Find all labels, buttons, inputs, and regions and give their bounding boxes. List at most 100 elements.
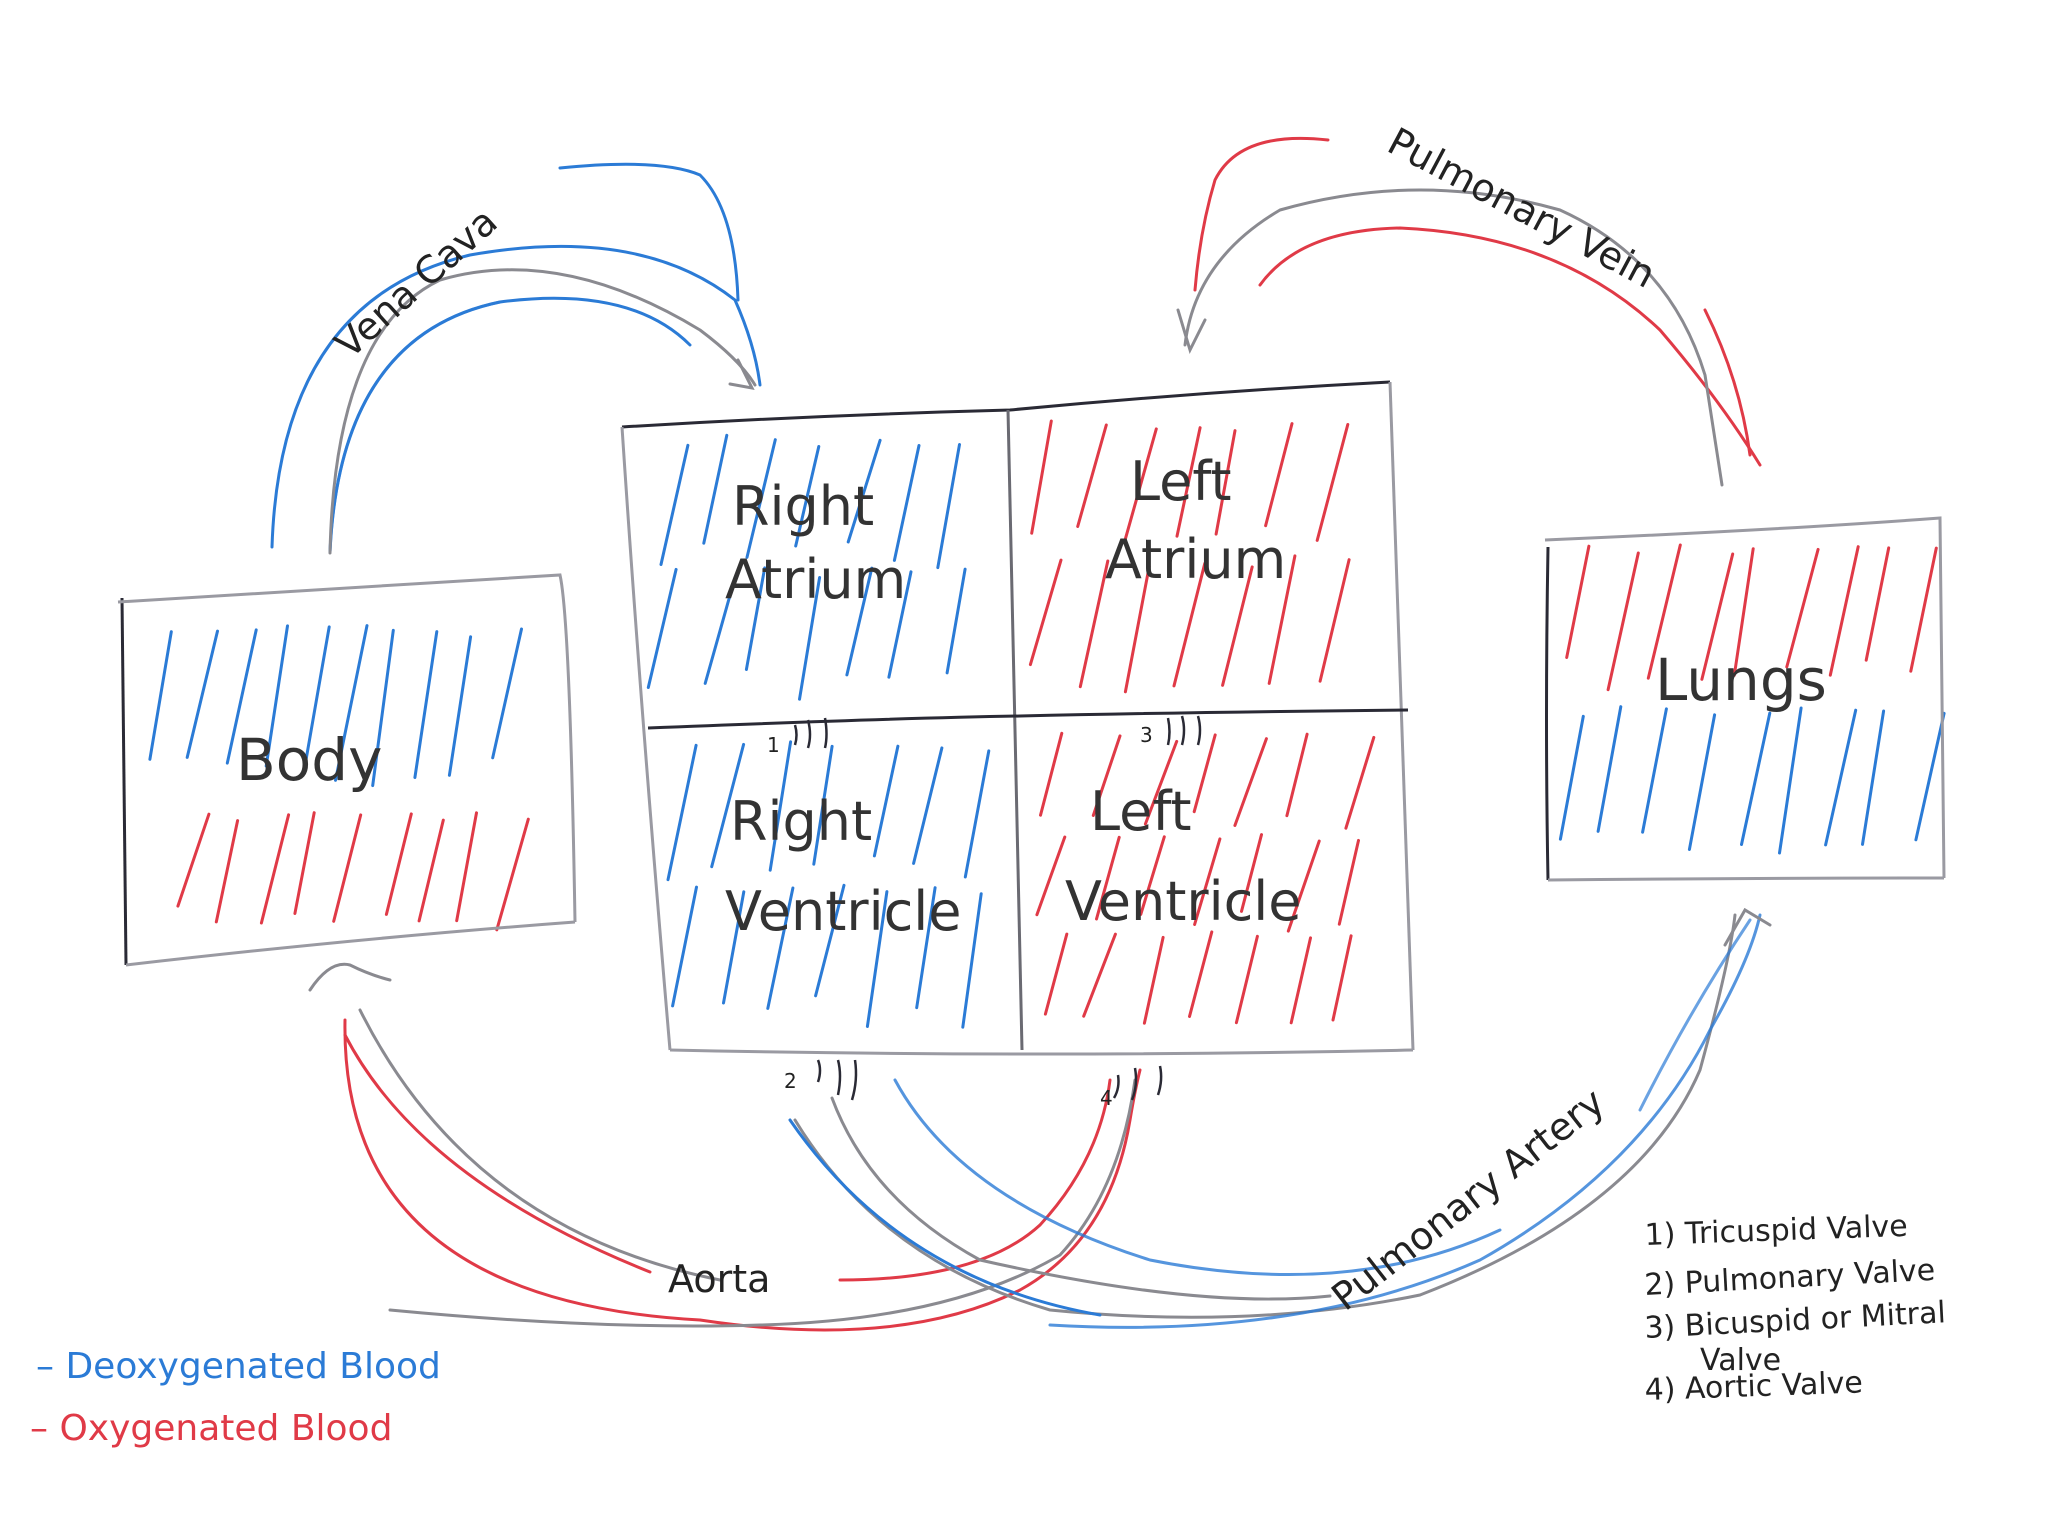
svg-text:Left: Left — [1130, 450, 1232, 513]
hatch-stroke — [659, 443, 690, 566]
hatch-stroke — [1700, 552, 1735, 681]
svg-text:Right: Right — [732, 475, 874, 538]
lungs-hatch-deoxygenated — [1558, 705, 1946, 855]
hatch-stroke — [1082, 932, 1117, 1018]
svg-text:Ventricle: Ventricle — [725, 880, 962, 943]
hatch-stroke — [798, 576, 822, 701]
hatch-stroke — [1318, 558, 1351, 683]
hatch-stroke — [225, 628, 258, 765]
valve-key-3-cont: Valve — [1700, 1343, 1781, 1378]
hatch-stroke — [332, 813, 363, 923]
hatch-stroke — [915, 886, 937, 1010]
svg-text:Ventricle: Ventricle — [1065, 870, 1302, 933]
hatch-stroke — [1565, 544, 1591, 659]
hatch-stroke — [417, 818, 445, 923]
hatch-stroke — [1233, 737, 1268, 827]
svg-text:Atrium: Atrium — [1105, 528, 1286, 591]
hatch-stroke — [1864, 546, 1891, 662]
hatch-stroke — [1139, 835, 1166, 916]
hatch-stroke — [1286, 839, 1321, 933]
pulmonary-artery-vessel — [788, 907, 1772, 1329]
hatch-stroke — [865, 890, 889, 1028]
legend-oxygenated: – Oxygenated Blood — [30, 1408, 392, 1449]
valve-markers — [793, 715, 1202, 1101]
valve-number-4: 4 — [1100, 1086, 1113, 1110]
hatch-stroke — [1123, 427, 1158, 541]
hatch-stroke — [814, 883, 846, 998]
blood-hatching — [148, 419, 1946, 1029]
hatch-stroke — [1142, 935, 1165, 1025]
lungs-box — [1544, 516, 1946, 882]
hatch-stroke — [1914, 711, 1946, 842]
svg-text:Atrium: Atrium — [725, 548, 906, 611]
hatch-stroke — [1687, 713, 1717, 851]
hatch-stroke — [1175, 426, 1202, 538]
hatch-stroke — [1030, 419, 1053, 535]
valve-number-1: 1 — [767, 733, 780, 757]
hatch-stroke — [1785, 547, 1820, 669]
hatch-stroke — [185, 629, 219, 759]
body-label: Body — [236, 726, 382, 794]
lungs-label: Lungs — [1655, 646, 1827, 714]
hatch-stroke — [1337, 838, 1360, 926]
hatch-stroke — [702, 433, 729, 545]
right-ventricle-label: Right Ventricle — [725, 790, 962, 943]
hatch-stroke — [1221, 565, 1254, 687]
hatch-stroke — [1214, 429, 1237, 536]
hatch-stroke — [892, 444, 921, 562]
hatch-stroke — [961, 892, 983, 1029]
hatch-stroke — [745, 438, 777, 559]
hatch-stroke — [845, 566, 874, 677]
pulmonary-vein-vessel — [1176, 136, 1762, 487]
hatch-stroke — [214, 819, 240, 924]
pulmonary-vein-label: Pulmonary Vein — [1381, 119, 1663, 297]
hatch-stroke — [666, 743, 698, 882]
hatch-stroke — [945, 567, 967, 675]
svg-text:Left: Left — [1090, 780, 1192, 843]
hatch-stroke — [722, 890, 746, 1005]
valve-number-3: 3 — [1140, 723, 1153, 747]
heart-outline — [620, 380, 1415, 1056]
hatch-stroke — [413, 630, 439, 779]
hatch-stroke — [1606, 551, 1640, 692]
valve-key-2: 2) Pulmonary Valve — [1644, 1253, 1936, 1303]
aorta-label: Aorta — [668, 1257, 770, 1301]
hatch-stroke — [671, 885, 698, 1008]
left-atrium-label: Left Atrium — [1105, 450, 1286, 591]
hatch-stroke — [1861, 709, 1886, 846]
hatch-stroke — [302, 625, 331, 771]
hatch-stroke — [371, 628, 395, 788]
hatch-stroke — [1240, 833, 1263, 913]
hatch-stroke — [646, 567, 678, 689]
left-atrium-hatch — [1028, 419, 1351, 694]
legend: – Deoxygenated Blood – Oxygenated Blood — [30, 1346, 441, 1449]
hatch-stroke — [264, 624, 289, 768]
hatch-stroke — [887, 570, 913, 679]
hatch-stroke — [766, 886, 795, 1010]
hatch-stroke — [703, 576, 737, 685]
hatch-stroke — [1828, 545, 1860, 677]
hatch-stroke — [1193, 837, 1222, 926]
svg-text:Right: Right — [730, 790, 872, 853]
hatch-stroke — [148, 630, 173, 761]
hatch-stroke — [447, 635, 473, 777]
hatch-stroke — [1558, 714, 1585, 841]
hatch-stroke — [491, 627, 523, 760]
hatch-stroke — [1264, 422, 1294, 528]
hatch-stroke — [1909, 546, 1938, 673]
hatch-stroke — [1188, 930, 1214, 1018]
hatch-stroke — [768, 740, 793, 872]
valve-key-1: 1) Tricuspid Valve — [1644, 1209, 1908, 1253]
hatch-stroke — [1095, 835, 1121, 921]
hatch-stroke — [1315, 423, 1350, 542]
hatch-stroke — [1740, 711, 1772, 846]
hatch-stroke — [1732, 547, 1755, 677]
hatch-stroke — [794, 445, 821, 548]
hatch-stroke — [1035, 835, 1067, 917]
hatch-stroke — [1344, 735, 1376, 830]
hatch-stroke — [495, 817, 530, 932]
right-ventricle-hatch — [666, 740, 991, 1029]
hatch-stroke — [912, 746, 944, 865]
hatch-stroke — [872, 744, 900, 858]
